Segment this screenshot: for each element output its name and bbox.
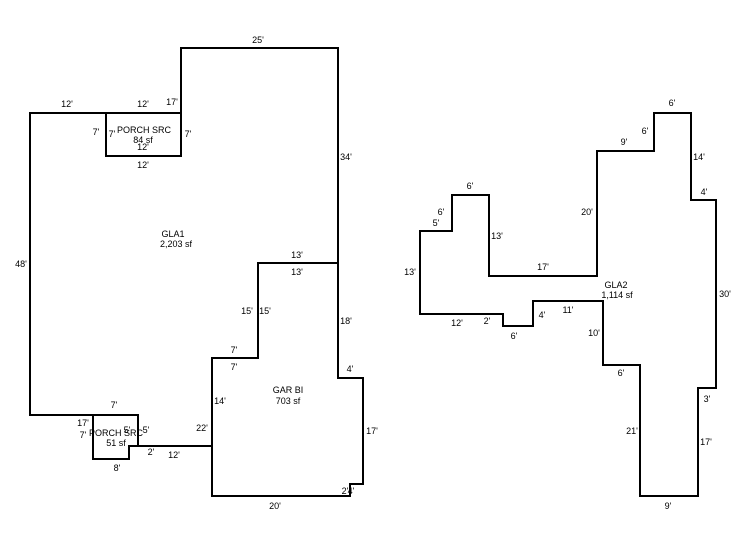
dim-label: 12' [137, 142, 149, 152]
dim-label: 12' [137, 99, 149, 109]
dim-label: 21' [626, 426, 638, 436]
dim-label: 12' [61, 99, 73, 109]
dim-label: 18' [340, 316, 352, 326]
dim-label: 5' [143, 425, 150, 435]
dim-label: 2' [484, 316, 491, 326]
dim-label: 2' [148, 447, 155, 457]
dim-label: 11' [562, 305, 573, 315]
dim-label: 13' [491, 231, 503, 241]
dim-label: 15' [259, 306, 271, 316]
dim-label: 3' [704, 394, 711, 404]
dim-label: 5' [124, 425, 131, 435]
dim-label: 4' [348, 486, 355, 496]
dim-label: 9' [621, 137, 628, 147]
gla1-area: 2,203 sf [160, 239, 193, 249]
dim-label: 9' [665, 501, 672, 511]
dim-label: 6' [438, 207, 445, 217]
dim-label: 13' [291, 250, 303, 260]
garage-name: GAR BI [273, 385, 304, 395]
dim-label: 4' [347, 364, 354, 374]
dim-label: 8' [114, 463, 121, 473]
dim-label: 25' [252, 35, 264, 45]
garage-outline [211, 262, 364, 497]
dim-label: 17' [537, 262, 549, 272]
dim-label: 12' [137, 160, 149, 170]
dim-label: 4' [701, 187, 708, 197]
dim-label: 7' [80, 430, 87, 440]
dim-label: 5' [433, 218, 440, 228]
dim-label: 7' [185, 129, 192, 139]
porch-bottom-outline [92, 414, 139, 460]
gla2-outline [419, 112, 717, 497]
gla2-area: 1,114 sf [601, 290, 633, 300]
dim-label: 7' [231, 362, 238, 372]
dim-label: 17' [77, 418, 89, 428]
dim-label: 7' [109, 129, 116, 139]
dim-label: 7' [93, 127, 100, 137]
dim-label: 7' [111, 400, 118, 410]
dim-label: 6' [618, 368, 625, 378]
dim-label: 12' [451, 318, 463, 328]
dim-label: 12' [168, 450, 180, 460]
dim-label: 6' [467, 181, 474, 191]
dim-label: 13' [404, 267, 416, 277]
dim-label: 6' [642, 126, 649, 136]
dim-label: 20' [269, 501, 281, 511]
porch-top-outline [105, 112, 182, 157]
gla1-name: GLA1 [161, 229, 184, 239]
dim-label: 17' [166, 97, 178, 107]
dim-label: 34' [340, 152, 352, 162]
dim-label: 6' [669, 98, 676, 108]
dim-label: 7' [231, 345, 238, 355]
porch-bottom-area: 51 sf [106, 438, 126, 448]
dim-label: 4' [539, 310, 546, 320]
dim-label: 6' [511, 331, 518, 341]
porch-top-name: PORCH SRC [117, 125, 172, 135]
dim-label: 30' [719, 289, 731, 299]
dim-label: 13' [291, 267, 303, 277]
dim-label: 22' [196, 423, 208, 433]
dim-label: 14' [693, 152, 705, 162]
porch-top-area: 84 sf [133, 135, 153, 145]
garage-area: 703 sf [276, 396, 301, 406]
dim-label: 10' [588, 328, 600, 338]
dim-label: 17' [700, 437, 712, 447]
porch-bottom-name: PORCH SRC [89, 428, 144, 438]
dim-label: 15' [241, 306, 253, 316]
dim-label: 48' [15, 259, 27, 269]
dim-label: 14' [214, 396, 226, 406]
dim-label: 17' [366, 426, 378, 436]
gla2-name: GLA2 [604, 280, 627, 290]
dim-label: 2' [342, 486, 349, 496]
dim-label: 20' [581, 207, 593, 217]
